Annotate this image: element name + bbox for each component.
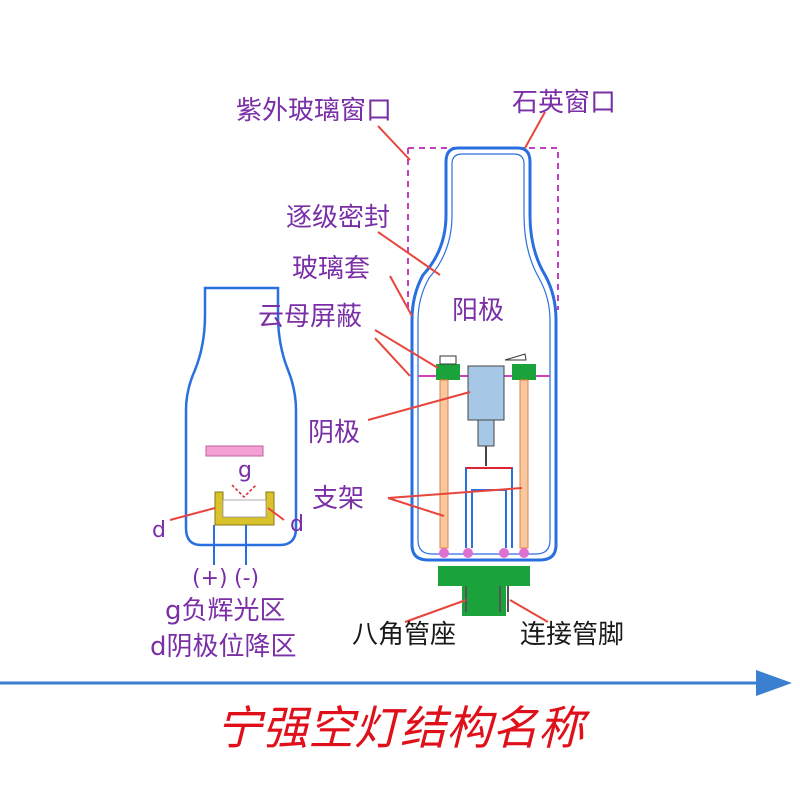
diagram-title: 宁强空灯结构名称 [216, 701, 584, 755]
label-glass-sleeve: 玻璃套 [292, 254, 371, 284]
legend-g: g负辉光区 [165, 596, 286, 626]
label-plus: (+) [192, 566, 228, 591]
label-support: 支架 [312, 484, 365, 514]
octal-base [438, 566, 530, 586]
label-pins: 连接管脚 [520, 620, 625, 650]
label-mica-shield: 云母屏蔽 [258, 302, 363, 332]
label-octal-base: 八角管座 [352, 620, 457, 650]
small-glow-region [222, 499, 267, 518]
label-quartz-window: 石英窗口 [512, 88, 617, 118]
label-g-small: g [238, 458, 252, 483]
quartz-window-dashed [408, 147, 559, 310]
legend-d: d阴极位降区 [150, 632, 297, 662]
axis-arrow-head [756, 670, 792, 696]
label-cathode: 阴极 [308, 418, 361, 448]
label-anode: 阳极 [452, 296, 505, 326]
large-lamp-outline [410, 146, 558, 562]
label-uv-window: 紫外玻璃窗口 [236, 96, 393, 126]
support-rod-left [439, 379, 449, 549]
small-anode-plate [205, 445, 264, 457]
cathode-body [467, 365, 505, 421]
small-lamp-outline [184, 286, 298, 547]
label-minus: (-) [234, 566, 260, 591]
support-rod-right [519, 379, 529, 549]
label-d-right: d [290, 512, 304, 537]
label-d-left: d [152, 518, 166, 543]
label-graded-seal: 逐级密封 [286, 203, 391, 233]
